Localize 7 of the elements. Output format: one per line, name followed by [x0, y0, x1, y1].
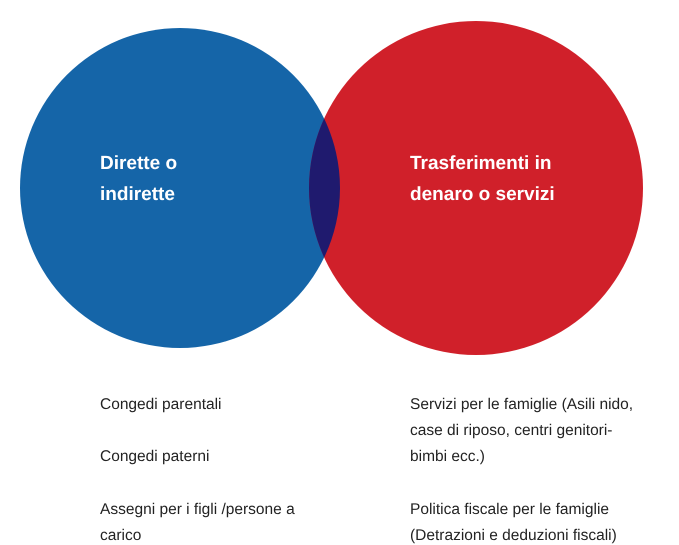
list-item: Congedi parentali: [100, 395, 223, 415]
circle-label: Dirette o indirette: [100, 152, 178, 207]
list-item: Assegni per i figli /persone a carico: [100, 500, 296, 545]
list-item: Congedi paterni: [100, 447, 210, 467]
list-item: Servizi per le famiglie (Asili nido, case di riposo, centri genitori-bimbi ecc.): [410, 395, 634, 467]
circle-label: Trasferimenti in denaro o servizi: [410, 152, 556, 207]
list-item: Politica fiscale per le famiglie (Detrazioni e deduzioni fiscali): [410, 500, 618, 545]
